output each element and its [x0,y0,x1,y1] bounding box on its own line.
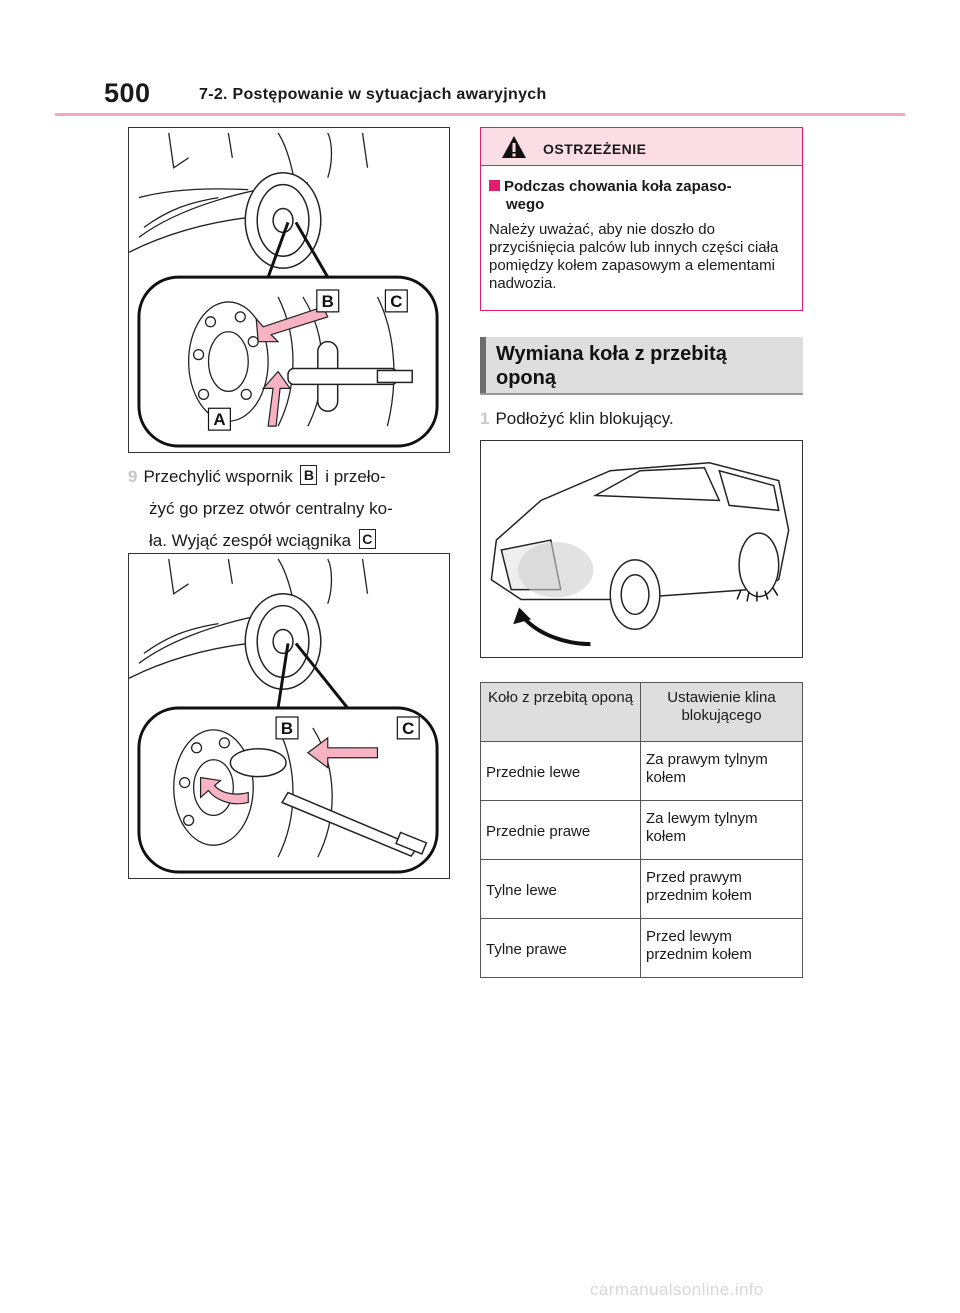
section-title-line2: oponą [496,367,556,389]
figure-car-chock [480,440,803,658]
warning-title: OSTRZEŻENIE [543,141,647,157]
table-row: Tylne prawe Przed lewym przednim kołem [480,918,803,978]
page-number: 500 [104,78,151,108]
step-9-number: 9 [128,467,138,486]
callout-label-b-2: B [275,716,299,740]
table-cell: Przednie lewe [480,741,641,801]
step-9-line1-before: Przechylić wspornik [143,467,293,486]
warning-header: OSTRZEŻENIE [481,128,802,166]
step-9-line2: żyć go przez otwór centralny ko- [149,499,393,518]
wheel-chock-table: Koło z przebitą oponą Ustawienie klina b… [480,682,803,978]
table-row: Tylne lewe Przed prawym przednim kołem [480,859,803,919]
table-cell: Przed prawym przednim kołem [640,859,803,919]
label-b2-text: B [281,719,293,738]
figure-bracket-tilt: A B C [128,127,450,453]
step-1-number: 1 [480,409,490,428]
table-row: Przednie lewe Za prawym tylnym kołem [480,741,803,801]
step-9: 9 Przechylić wspornik B i przeło- żyć go … [128,461,458,557]
table-cell: Za lewym tylnym kołem [640,800,803,860]
table-cell: Tylne prawe [480,918,641,978]
chapter-title: 7-2. Postępowanie w sytuacjach awaryjnyc… [199,86,547,103]
label-c2-text: C [402,719,414,738]
label-c-text: C [390,292,402,311]
table-header-cell: Koło z przebitą oponą [480,682,641,742]
ref-label-b: B [300,465,318,485]
watermark: carmanualsonline.info [590,1280,764,1299]
label-a-text: A [213,410,225,429]
table-header-cell: Ustawienie klina blokującego [640,682,803,742]
warning-box: OSTRZEŻENIE Podczas chowania koła zapaso… [480,127,803,311]
ref-label-c: C [358,529,376,549]
suv-illustration [490,462,790,647]
step-1-text: Podłożyć klin blokujący. [495,409,674,428]
bullet-square-icon [489,180,500,191]
section-title-line1: Wymiana koła z przebitą [496,343,727,365]
label-b-text: B [322,292,334,311]
step-1: 1 Podłożyć klin blokujący. [480,403,810,435]
warning-text: Należy uważać, aby nie doszło do przyciś… [489,221,779,292]
warning-subtitle: Podczas chowania koła zapaso- wego [489,178,794,214]
table-cell: Przed lewym przednim kołem [640,918,803,978]
section-divider [480,393,803,395]
table-cell: Przednie prawe [480,800,641,860]
figure-remove-hoist: B C [128,553,450,879]
spare-wheel-illustration-1: A B C [129,132,439,448]
callout-label-c-2: C [396,716,420,740]
section-heading: Wymiana koła z przebitą oponą [480,337,803,393]
step-9-line3: ła. Wyjąć zespół wciągnika [149,531,352,550]
callout-label-a: A [207,407,231,431]
warning-triangle-icon [502,136,526,158]
spare-wheel-illustration-2: B C [129,558,439,874]
callout-label-b: B [316,289,340,313]
table-header-row: Koło z przebitą oponą Ustawienie klina b… [480,682,803,742]
table-cell: Za prawym tylnym kołem [640,741,803,801]
callout-label-c: C [384,289,408,313]
step-9-line1-after: i przeło- [325,467,386,486]
header-divider [55,113,905,116]
table-row: Przednie prawe Za lewym tylnym kołem [480,800,803,860]
table-cell: Tylne lewe [480,859,641,919]
spare-wheel-small [244,171,322,269]
